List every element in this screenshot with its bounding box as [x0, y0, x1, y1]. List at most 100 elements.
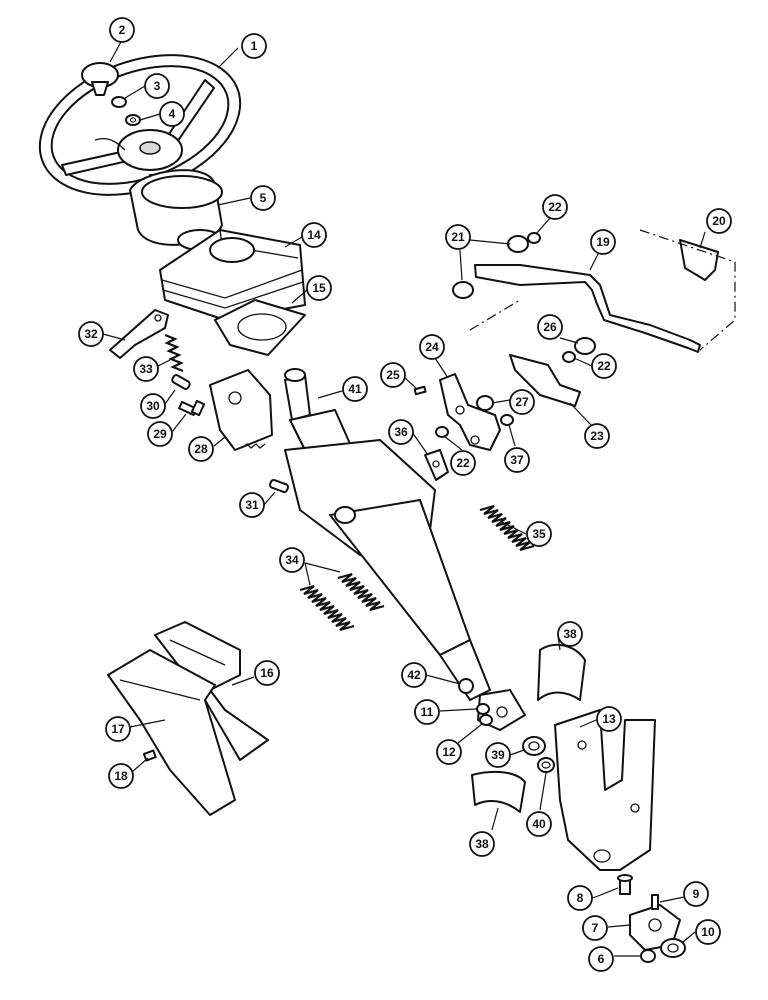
boot-plate-15 — [214, 299, 306, 356]
svg-text:38: 38 — [563, 627, 577, 641]
svg-text:5: 5 — [260, 191, 267, 205]
svg-text:21: 21 — [451, 230, 465, 244]
callout-38-top: 38 — [557, 621, 583, 647]
callout-12: 12 — [436, 739, 462, 765]
shroud-16 — [154, 621, 269, 761]
ball-42 — [458, 678, 474, 694]
callout-19: 19 — [590, 229, 616, 255]
callout-9: 9 — [683, 881, 709, 907]
leader-lines — [102, 39, 706, 957]
bush-26 — [574, 337, 596, 355]
support-bracket-13 — [554, 709, 656, 871]
steering-column-41 — [284, 368, 526, 731]
callout-18: 18 — [108, 763, 134, 789]
spring-33 — [164, 333, 184, 373]
bush-39 — [522, 736, 546, 756]
washer-22c — [435, 426, 449, 438]
callout-38-bottom: 38 — [469, 831, 495, 857]
svg-text:19: 19 — [596, 235, 610, 249]
bush-21b — [452, 281, 474, 299]
callout-1: 1 — [241, 33, 267, 59]
callout-23: 23 — [584, 423, 610, 449]
callout-17: 17 — [105, 716, 131, 742]
svg-text:41: 41 — [348, 382, 362, 396]
callout-36: 36 — [388, 419, 414, 445]
washer-37 — [500, 414, 514, 426]
callout-4: 4 — [159, 101, 185, 127]
callout-29: 29 — [147, 421, 173, 447]
callout-39: 39 — [485, 742, 511, 768]
tilt-lever-19 — [474, 264, 701, 353]
svg-text:31: 31 — [245, 498, 259, 512]
callout-22-mid: 22 — [591, 353, 617, 379]
callout-13: 13 — [596, 706, 622, 732]
bush-10 — [660, 938, 686, 958]
ring-40 — [537, 757, 555, 773]
washer-12 — [479, 714, 493, 726]
callout-42: 42 — [401, 662, 427, 688]
svg-text:18: 18 — [114, 769, 128, 783]
callout-20: 20 — [706, 208, 732, 234]
callout-41: 41 — [342, 376, 368, 402]
svg-text:13: 13 — [602, 712, 616, 726]
washer-27 — [476, 395, 494, 411]
column-shroud-5 — [129, 169, 223, 251]
callout-26: 26 — [537, 314, 563, 340]
bolt-9 — [651, 894, 659, 910]
svg-text:6: 6 — [598, 952, 605, 966]
svg-text:22: 22 — [456, 456, 470, 470]
screw-18 — [142, 749, 157, 762]
svg-text:16: 16 — [260, 666, 274, 680]
svg-text:35: 35 — [532, 527, 546, 541]
svg-text:14: 14 — [307, 228, 321, 242]
screw-8 — [617, 874, 633, 895]
svg-text:37: 37 — [510, 453, 524, 467]
nut-3 — [111, 96, 127, 108]
svg-text:33: 33 — [139, 362, 153, 376]
callout-37: 37 — [504, 447, 530, 473]
callout-40: 40 — [526, 811, 552, 837]
spring-35 — [479, 504, 535, 552]
pin-30 — [171, 374, 191, 390]
callout-24: 24 — [419, 334, 445, 360]
screw-25 — [413, 385, 427, 396]
bush-21a — [507, 235, 529, 253]
svg-text:39: 39 — [491, 748, 505, 762]
plate-36 — [424, 449, 449, 481]
svg-text:22: 22 — [548, 200, 562, 214]
shroud-17 — [107, 649, 236, 816]
svg-text:24: 24 — [425, 340, 439, 354]
svg-text:36: 36 — [394, 425, 408, 439]
horn-button — [81, 62, 119, 96]
washer-22a — [527, 232, 541, 244]
svg-text:26: 26 — [543, 320, 557, 334]
svg-text:22: 22 — [597, 359, 611, 373]
lever-32 — [109, 309, 169, 359]
svg-text:1: 1 — [251, 39, 258, 53]
svg-text:40: 40 — [532, 817, 546, 831]
svg-text:3: 3 — [154, 79, 161, 93]
spring-34b — [337, 572, 385, 612]
callout-21: 21 — [445, 224, 471, 250]
knob-20 — [679, 239, 719, 281]
callout-11: 11 — [414, 699, 440, 725]
callout-28: 28 — [188, 436, 214, 462]
bracket-23 — [509, 354, 581, 407]
svg-text:23: 23 — [590, 429, 604, 443]
callout-32: 32 — [78, 321, 104, 347]
svg-text:27: 27 — [515, 395, 529, 409]
callout-22-top: 22 — [542, 194, 568, 220]
svg-text:8: 8 — [577, 891, 584, 905]
svg-text:4: 4 — [169, 107, 176, 121]
svg-text:10: 10 — [701, 925, 715, 939]
svg-text:28: 28 — [194, 442, 208, 456]
bush-38a — [537, 643, 586, 701]
svg-text:42: 42 — [407, 668, 421, 682]
cap-6 — [640, 949, 656, 963]
quadrant-plate-28 — [209, 369, 273, 451]
callout-22-low: 22 — [450, 450, 476, 476]
svg-text:32: 32 — [84, 327, 98, 341]
svg-text:25: 25 — [386, 368, 400, 382]
svg-text:17: 17 — [111, 722, 125, 736]
svg-text:11: 11 — [421, 705, 434, 719]
